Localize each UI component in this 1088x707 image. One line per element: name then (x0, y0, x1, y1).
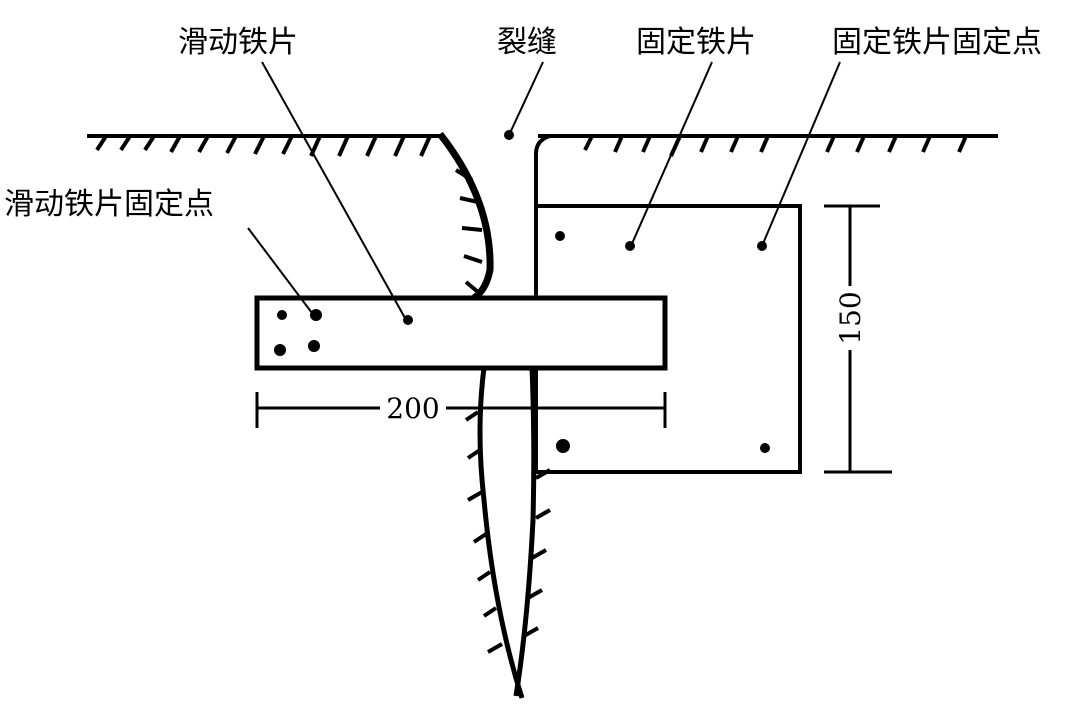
hatch (464, 280, 480, 294)
hatch (143, 134, 156, 152)
hatch (459, 196, 479, 204)
hatch (887, 135, 898, 153)
width-dimension-label: 200 (386, 392, 439, 425)
crack-right-wall-upper (534, 134, 551, 298)
hatch (253, 135, 266, 155)
fixed-plate-point (760, 443, 770, 453)
hatch (669, 135, 682, 157)
fixed-plate-point (757, 241, 767, 251)
fixing-points (274, 130, 770, 453)
hatch (531, 548, 547, 560)
hatch (365, 135, 378, 157)
crack-left-wall-upper (437, 131, 494, 301)
fixed-plate (534, 204, 802, 474)
hatch (95, 134, 108, 152)
height-dimension (824, 204, 892, 474)
hatch (309, 135, 322, 157)
hatch (169, 135, 182, 153)
sliding-plate-point (310, 309, 322, 321)
hatch (225, 135, 238, 154)
leader-lines (247, 61, 841, 319)
hatch (119, 134, 132, 152)
crack-marker-point (504, 130, 514, 140)
sliding-plate (254, 295, 668, 371)
hatch (476, 570, 492, 582)
leader-fixed-plate-point (761, 61, 841, 247)
hatch (393, 135, 406, 157)
hatch (523, 626, 539, 638)
hatch (467, 490, 483, 502)
height-dimension-label: 150 (834, 291, 867, 344)
hatch (535, 508, 551, 520)
leader-crack (509, 61, 544, 134)
hatch (464, 410, 480, 422)
hatch (463, 254, 483, 264)
label-sliding-plate-point: 滑动铁片固定点 (4, 187, 214, 222)
hatch (641, 135, 652, 153)
hatch (337, 135, 350, 157)
crack-hatching (454, 168, 551, 654)
hatch (855, 135, 866, 153)
hatch (281, 135, 294, 155)
crack-left-wall-lower (477, 367, 525, 699)
hatch (482, 606, 498, 618)
crack (437, 131, 537, 699)
hatch (466, 448, 482, 460)
hatch (759, 135, 770, 153)
sliding-plate-point (274, 344, 286, 356)
hatch (613, 135, 624, 153)
crack-right-wall-lower (513, 367, 537, 697)
hatch (957, 135, 968, 153)
sliding-plate-point (308, 340, 320, 352)
hatch (825, 135, 836, 153)
hatch (583, 135, 594, 151)
hatch (729, 135, 740, 153)
fixed-plate-point (555, 231, 565, 241)
hatch (487, 642, 503, 654)
hatch (197, 135, 210, 153)
hatch (454, 168, 474, 182)
label-fixed-plate: 固定铁片 (636, 25, 756, 60)
sliding-plate-point (277, 310, 287, 320)
leader-sliding-plate (261, 61, 406, 319)
hatch (472, 532, 488, 544)
hatch (527, 588, 543, 600)
hatch (921, 135, 932, 153)
label-fixed-plate-point: 固定铁片固定点 (832, 25, 1042, 60)
fixed-plate-point (556, 439, 570, 453)
sliding-plate-center-point (403, 315, 413, 325)
ground-hatching (95, 134, 968, 157)
label-crack: 裂缝 (497, 25, 557, 60)
hatch (461, 226, 483, 232)
hatch (699, 135, 710, 153)
hatch (419, 135, 432, 157)
width-dimension (255, 392, 667, 428)
label-sliding-plate: 滑动铁片 (178, 25, 298, 60)
fixed-plate-point (625, 241, 635, 251)
